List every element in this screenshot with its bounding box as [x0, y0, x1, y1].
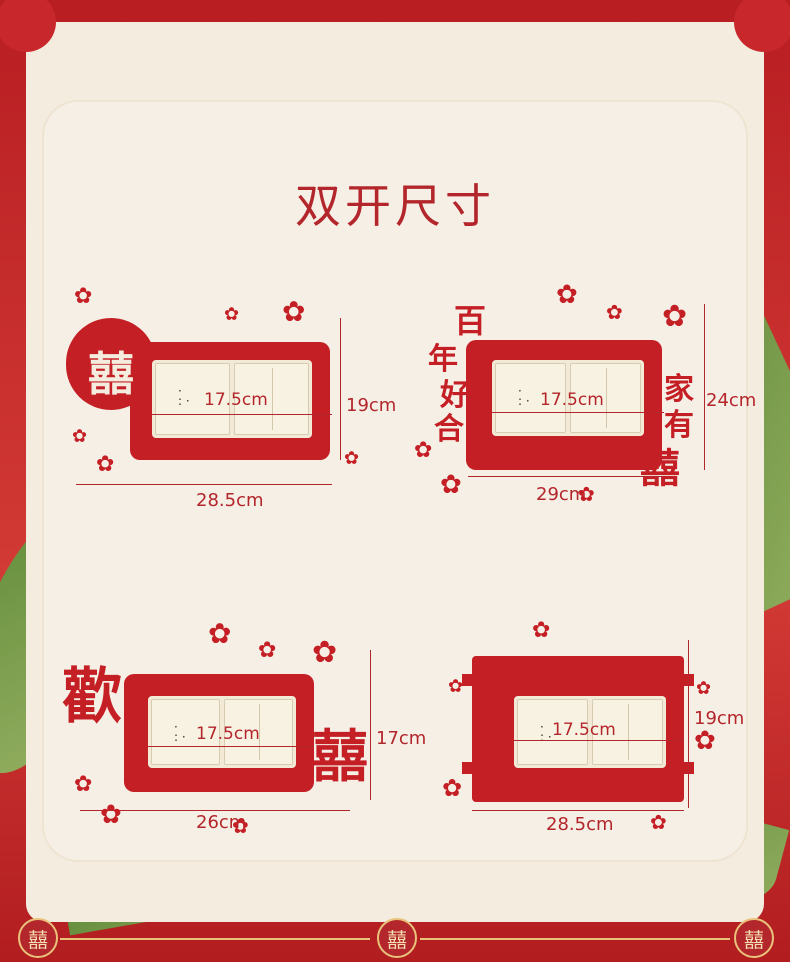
flower-icon: ✿ [74, 284, 93, 309]
inner-measure: 17.5cm [204, 390, 268, 410]
socket-panel: ·: · [152, 360, 312, 438]
inner-measure: 17.5cm [552, 720, 616, 740]
socket-left: ·: · [155, 363, 230, 435]
flower-icon: ✿ [224, 304, 240, 325]
nian-character: 年 [428, 342, 458, 377]
inner-measure-line [152, 414, 332, 415]
xi-seal-icon: 囍 [734, 918, 774, 958]
flower-icon: ✿ [414, 438, 433, 463]
socket-panel: ·: · [148, 696, 296, 768]
flower-icon: ✿ [96, 452, 115, 477]
flower-icon: ✿ [74, 772, 93, 797]
height-line [688, 640, 689, 808]
xi-seal-icon: 囍 [18, 918, 58, 958]
flower-icon: ✿ [442, 774, 463, 802]
jia-character: 家 [664, 372, 694, 407]
height-line [370, 650, 371, 800]
plate-flower-tab [66, 318, 156, 410]
width-label: 28.5cm [546, 814, 614, 835]
flower-icon: ✿ [532, 618, 551, 643]
xi-character: 囍 [88, 347, 134, 401]
xi-stroke [462, 674, 694, 686]
flower-icon: ✿ [606, 300, 623, 324]
width-line [472, 810, 684, 811]
socket-right [592, 699, 663, 765]
socket-holes: ·: · [174, 720, 186, 744]
gold-line [420, 938, 730, 940]
inner-measure-line [514, 740, 684, 741]
width-label: 28.5cm [196, 490, 264, 511]
footer-ornament: 囍 囍 囍 [0, 914, 790, 962]
flower-icon: ✿ [694, 726, 716, 756]
flower-icon: ✿ [282, 295, 306, 328]
flower-icon: ✿ [312, 635, 338, 670]
height-line [340, 318, 341, 460]
bai-character: 百 [454, 302, 487, 340]
flower-icon: ✿ [440, 470, 462, 500]
xi-character: 囍 [640, 445, 680, 492]
gold-line [60, 938, 370, 940]
flower-icon: ✿ [578, 482, 595, 506]
flower-icon: ✿ [448, 676, 464, 697]
hao-character: 好 [440, 378, 470, 413]
frame-notch [0, 0, 56, 52]
inner-measure-line [148, 746, 314, 747]
width-line [80, 810, 350, 811]
socket-holes: ·: · [178, 384, 190, 408]
socket-holes: ·: · [540, 720, 552, 744]
huan-character: 歡 [62, 662, 122, 732]
width-label: 26cm [196, 812, 247, 833]
flower-icon: ✿ [696, 678, 712, 699]
width-line [76, 484, 332, 485]
socket-right [224, 699, 293, 765]
width-line [468, 476, 664, 477]
page-title: 双开尺寸 [295, 179, 495, 233]
inner-measure: 17.5cm [196, 724, 260, 744]
height-label: 19cm [694, 708, 745, 729]
flower-icon: ✿ [208, 617, 232, 650]
socket-right [234, 363, 309, 435]
socket-holes: ·: · [518, 384, 530, 408]
socket-panel: ·: · [492, 360, 644, 436]
inner-measure: 17.5cm [540, 390, 604, 410]
you-character: 有 [664, 408, 694, 443]
height-label: 24cm [706, 390, 757, 411]
socket-left: ·: · [495, 363, 566, 433]
inner-measure-line [492, 412, 664, 413]
frame-notch [734, 0, 790, 52]
he-character: 合 [434, 412, 464, 447]
height-line [704, 304, 705, 470]
height-label: 17cm [376, 728, 427, 749]
xi-character: 囍 [312, 724, 368, 790]
height-label: 19cm [346, 395, 397, 416]
flower-icon: ✿ [662, 299, 688, 334]
xi-seal-icon: 囍 [377, 918, 417, 958]
socket-left: ·: · [517, 699, 588, 765]
flower-icon: ✿ [258, 638, 277, 663]
width-label: 29cm [536, 484, 587, 505]
socket-left: ·: · [151, 699, 220, 765]
flower-icon: ✿ [344, 448, 360, 469]
flower-icon: ✿ [556, 280, 578, 310]
flower-icon: ✿ [72, 426, 88, 447]
socket-panel: ·: · [514, 696, 666, 768]
flower-icon: ✿ [100, 800, 122, 830]
flower-icon: ✿ [650, 810, 667, 834]
socket-right [570, 363, 641, 433]
flower-icon: ✿ [232, 814, 249, 838]
